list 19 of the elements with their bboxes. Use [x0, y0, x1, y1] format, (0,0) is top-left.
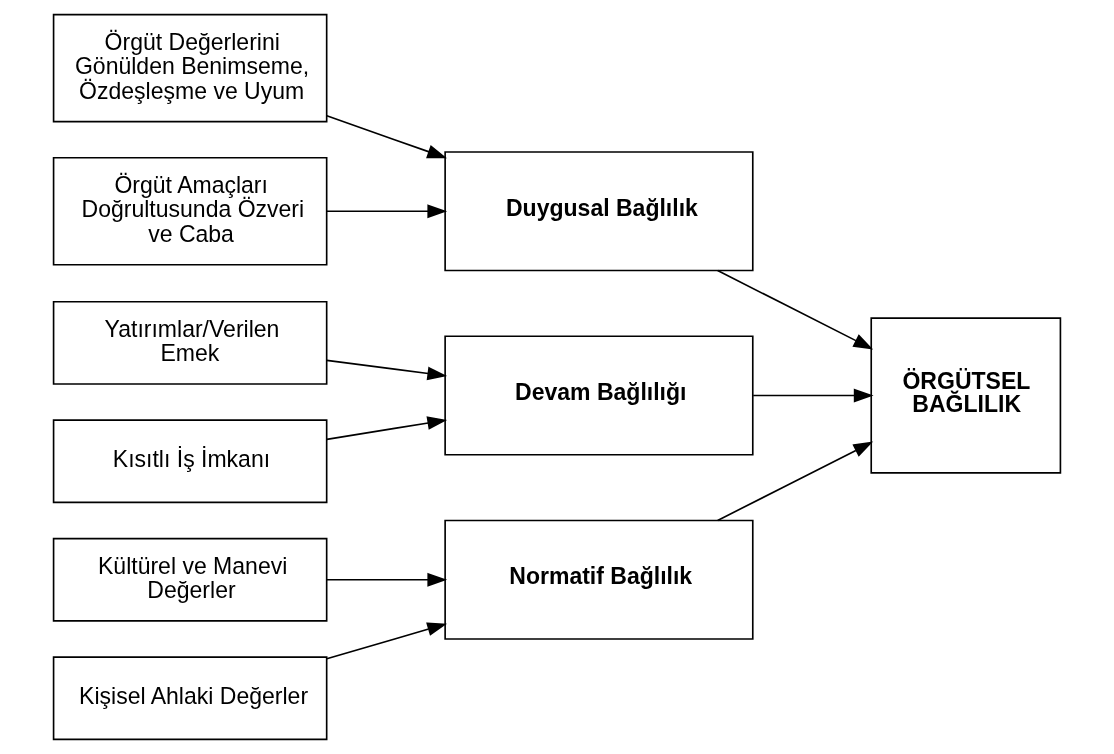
- node-box: Örgüt Değerlerini Gönülden Benimseme, Özdeşleşme ve Uyum: [52, 13, 328, 123]
- arrow: [326, 359, 448, 381]
- node-box: Örgüt Amaçları Doğrultusunda Özveri ve Caba: [52, 156, 328, 266]
- arrow: [326, 622, 448, 660]
- arrow: [752, 388, 874, 403]
- arrow: [716, 269, 874, 350]
- arrow: [326, 416, 448, 441]
- node-box: Duygusal Bağlılık: [444, 151, 754, 272]
- arrow: [326, 114, 448, 159]
- node-box: ÖRGÜTSEL BAĞLILIK: [870, 317, 1062, 474]
- node-box: Normatif Bağlılık: [444, 519, 754, 640]
- node-box: Kısıtlı İş İmkanı: [52, 419, 328, 504]
- arrow: [326, 204, 448, 219]
- arrow: [326, 572, 448, 587]
- node-box: Devam Bağlılığı: [444, 335, 754, 456]
- node-box: Kültürel ve Manevi Değerler: [52, 537, 328, 622]
- node-box: Yatırımlar/Verilen Emek: [52, 300, 328, 385]
- arrow: [716, 441, 874, 522]
- node-box: Kişisel Ahlaki Değerler: [52, 656, 328, 741]
